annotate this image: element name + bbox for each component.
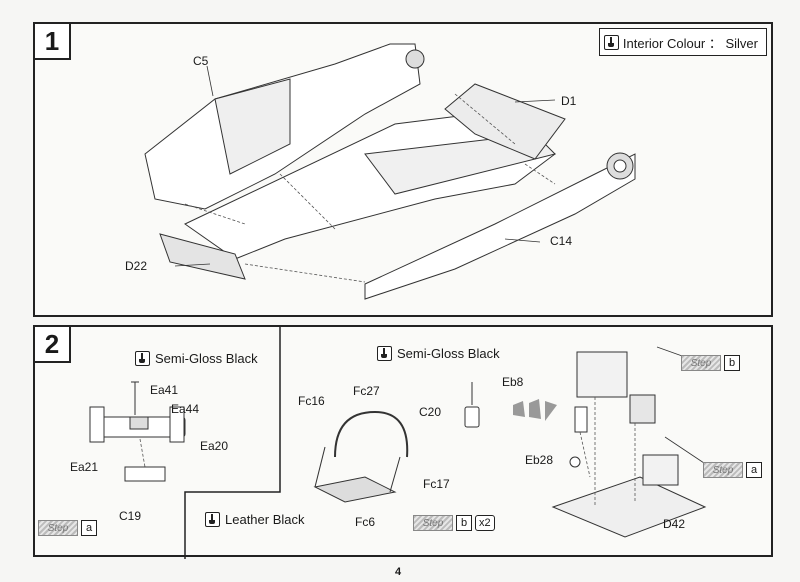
part-label-fc17: Fc17 [423,477,450,491]
part-label-ea21: Ea21 [70,460,99,474]
quantity-badge: x2 [475,515,495,531]
step-2-panel: 2 Semi-Gloss Black Ea41 Ea44 Ea20 Ea21 C… [33,325,773,559]
seat-frame-drawing [89,381,186,482]
part-label-d1: D1 [561,94,577,108]
part-label-c19: C19 [119,509,142,523]
step-tag: Step [38,520,78,536]
step-tag: Step [413,515,453,531]
step-reference-b-middle: Step b x2 [413,515,495,531]
step-reference-b-right: Step b [681,355,740,371]
sub-assembly-divider [184,327,281,559]
step-letter: a [81,520,97,536]
part-label-c20: C20 [419,405,442,419]
page-number: 4 [395,566,402,578]
part-label-fc6: Fc6 [355,515,376,529]
step-letter: a [746,462,762,478]
step-number: 2 [33,325,71,363]
step-letter: b [724,355,740,371]
interior-colour-label: Interior Colour ： Silver [622,35,758,51]
interior-colour-callout: Interior Colour ： Silver [598,28,767,56]
paint-callout-bottom: Leather Black [205,512,305,527]
part-label-c5: C5 [193,54,209,68]
step-letter: b [456,515,472,531]
paint-callout-right-label: Semi-Gloss Black [397,346,500,361]
part-label-d42: D42 [663,517,686,531]
part-label-eb8: Eb8 [502,375,524,389]
hull-floor-drawing [144,43,636,300]
part-label-fc16: Fc16 [298,394,325,408]
step-1-panel: 1 Interior Colour ： Silver [33,22,773,317]
paint-brush-icon [205,512,220,527]
part-label-c14: C14 [550,234,573,248]
paint-brush-icon [603,34,619,50]
part-label-ea44: Ea44 [171,402,200,416]
step-reference-a-left: Step a [38,520,97,536]
paint-callout-bottom-label: Leather Black [225,512,305,527]
paint-callout-left: Semi-Gloss Black [135,351,258,366]
seat-cushion-drawing [313,346,711,538]
paint-callout-left-label: Semi-Gloss Black [155,351,258,366]
part-label-ea20: Ea20 [200,439,229,453]
step-tag: Step [681,355,721,371]
step-tag: Step [703,462,743,478]
step-number: 1 [33,22,71,60]
part-label-d22: D22 [125,259,148,273]
paint-brush-icon [377,346,392,361]
paint-callout-right: Semi-Gloss Black [377,346,500,361]
part-label-fc27: Fc27 [353,384,380,398]
paint-brush-icon [135,351,150,366]
part-label-ea41: Ea41 [150,383,179,397]
part-label-eb28: Eb28 [525,453,554,467]
step-reference-a-right: Step a [703,462,762,478]
